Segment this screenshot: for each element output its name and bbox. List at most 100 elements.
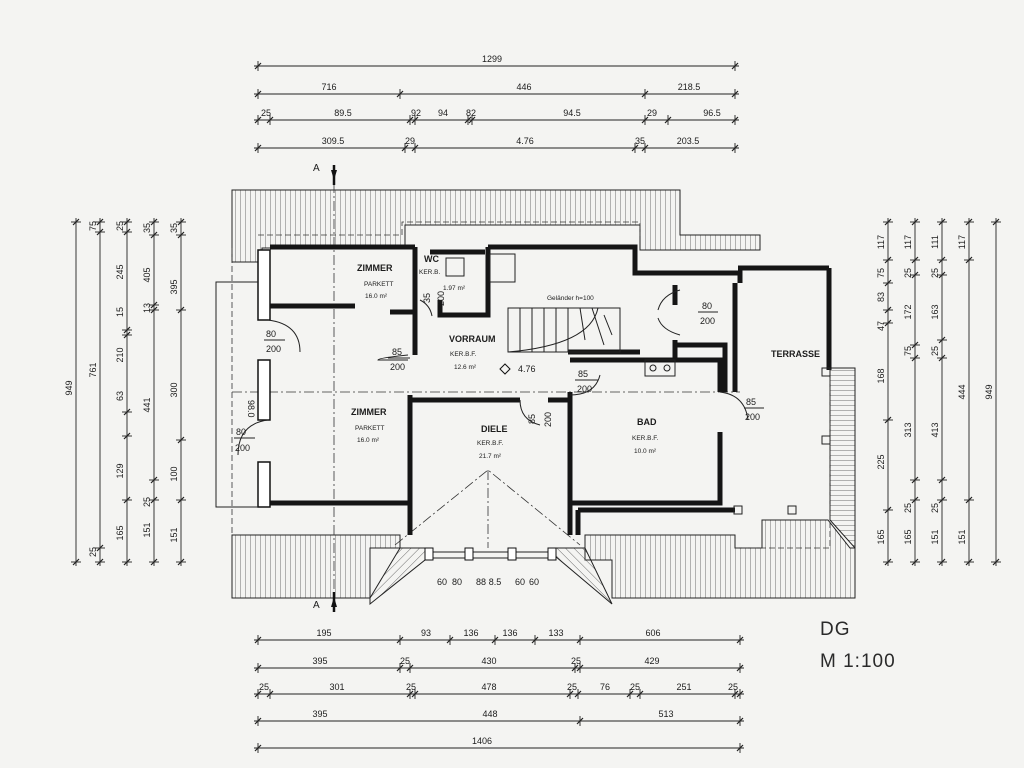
bottom-row0-label: 60: [515, 577, 525, 587]
room-diele-area: 21.7 m²: [479, 453, 502, 460]
room-zimmer-1-area: 16.0 m²: [365, 293, 388, 300]
bottom-row3-label: 301: [329, 682, 344, 692]
right-col5-label: 949: [984, 384, 994, 399]
roof-overhang: [231, 189, 856, 606]
right-col2-label: 25: [903, 503, 913, 513]
bottom-row2-label: 25: [571, 656, 581, 666]
bottom-row0-label: 8.5: [489, 577, 502, 587]
right-col3-label: 163: [930, 304, 940, 319]
bottom-row1-label: 195: [316, 628, 331, 638]
right-col1-label: 225: [876, 454, 886, 469]
left-col5-label: 300: [169, 382, 179, 397]
room-bad-name: BAD: [637, 417, 657, 427]
right-col2-label: 172: [903, 304, 913, 319]
left-col4-label: 25: [142, 497, 152, 507]
right-col1-label: 75: [876, 268, 886, 278]
top-row3-label: 82: [466, 108, 476, 118]
bottom-row3-label: 478: [481, 682, 496, 692]
bottom-row5-label: 1406: [472, 736, 492, 746]
room-zimmer-2-area: 16.0 m²: [357, 437, 380, 444]
bottom-row4-label: 448: [482, 709, 497, 719]
left-col3-label: 165: [115, 525, 125, 540]
right-col3-label: 25: [930, 268, 940, 278]
bottom-row3-label: 76: [600, 682, 610, 692]
right-col1-label: 165: [876, 529, 886, 544]
opening-labels: 80 200 85 200 80 200 85 200 85 200 85 20…: [234, 291, 764, 453]
top-row3-label: 92: [411, 108, 421, 118]
top-row3-label: 89.5: [334, 108, 352, 118]
opening-6-height: 200: [543, 412, 553, 427]
top-row3-label: 25: [261, 108, 271, 118]
bottom-row2-label: 430: [481, 656, 496, 666]
left-col3-label: 210: [115, 347, 125, 362]
room-diele-name: DIELE: [481, 424, 508, 434]
right-col3-label: 25: [930, 346, 940, 356]
opening-8-width: 35: [422, 293, 432, 303]
level-mark: 4.76: [518, 364, 536, 374]
room-vorraum-area: 12.6 m²: [454, 364, 477, 371]
right-col2-label: 117: [903, 235, 913, 249]
top-row2-label: 446: [516, 82, 531, 92]
right-col4-label: 444: [957, 384, 967, 399]
top-row4-label: 35: [635, 136, 645, 146]
room-bad-floor: KER.B.F.: [632, 435, 659, 442]
bottom-row0-label: 60: [529, 577, 539, 587]
right-col1-label: 117: [876, 235, 886, 249]
right-col2-label: 25: [903, 268, 913, 278]
opening-3-height: 200: [235, 443, 250, 453]
bottom-row2-label: 25: [400, 656, 410, 666]
room-terrasse-name: TERRASSE: [771, 349, 820, 359]
bottom-row4-label: 395: [312, 709, 327, 719]
room-zimmer-1-name: ZIMMER: [357, 263, 393, 273]
opening-8-height: 200: [436, 291, 446, 306]
dashed-outline: [231, 221, 831, 549]
left-col3-label: 25: [115, 221, 125, 231]
left-col4-label: 13: [142, 303, 152, 313]
stair-railing-note: Geländer h=100: [547, 295, 594, 302]
section-line: A A: [313, 163, 337, 612]
left-col3-label: 245: [115, 264, 125, 279]
top-row1-label: 1299: [482, 54, 502, 64]
opening-4-height: 200: [577, 384, 592, 394]
bottom-row3-label: 251: [676, 682, 691, 692]
scale-label: M 1:100: [820, 651, 896, 672]
opening-7-width: 80: [702, 301, 712, 311]
room-vorraum-floor: KER.B.F.: [450, 351, 477, 358]
bottom-row1-label: 93: [421, 628, 431, 638]
top-row4-label: 4.76: [516, 136, 534, 146]
top-row3-label: 29: [647, 108, 657, 118]
opening-5-width: 85: [746, 397, 756, 407]
top-row3-label: 94: [438, 108, 448, 118]
opening-4-width: 85: [578, 369, 588, 379]
left-col3-label: 129: [115, 463, 125, 478]
bottom-row0-label: 80: [452, 577, 462, 587]
bottom-row1-label: 606: [645, 628, 660, 638]
top-row4-label: 29: [405, 136, 415, 146]
opening-3-width: 80: [236, 427, 246, 437]
right-col1-label: 83: [876, 292, 886, 302]
bottom-row2-label: 395: [312, 656, 327, 666]
room-wc-area: 1.97 m²: [443, 285, 466, 292]
opening-6-width: 85: [527, 414, 537, 424]
bottom-row3-label: 25: [567, 682, 577, 692]
level-label: DG: [820, 619, 851, 640]
bottom-row4-label: 513: [658, 709, 673, 719]
bottom-row3-label: 25: [728, 682, 738, 692]
right-col3-label: 151: [930, 529, 940, 544]
walls: [215, 244, 832, 561]
bottom-row2-label: 429: [644, 656, 659, 666]
level-marker-icon: [499, 363, 511, 375]
right-col3-label: 111: [930, 235, 940, 249]
bottom-row1-label: 136: [502, 628, 517, 638]
left-col2-label: 75: [88, 221, 98, 231]
opening-5-height: 200: [745, 412, 760, 422]
top-row2-label: 716: [321, 82, 336, 92]
right-col4-label: 117: [957, 235, 967, 249]
section-label-bottom: A: [313, 600, 320, 611]
left-col3-label: 15: [115, 307, 125, 317]
room-bad-area: 10.0 m²: [634, 448, 657, 455]
right-col2-label: 165: [903, 529, 913, 544]
right-col1-label: 168: [876, 368, 886, 383]
